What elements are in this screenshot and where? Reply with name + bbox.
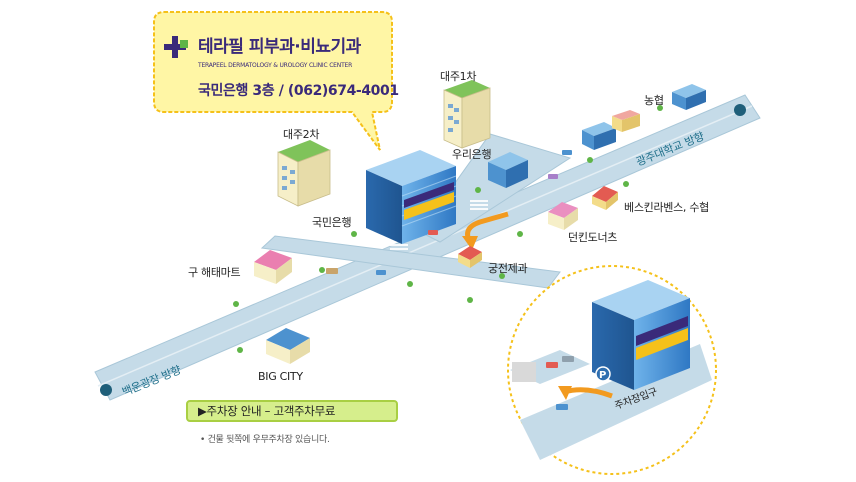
- clinic-logo: [164, 36, 188, 58]
- label-daeju2: 대주2차: [283, 128, 320, 141]
- label-old-haetae: 구 해태마트: [188, 266, 241, 279]
- parking-sign-icon: [595, 366, 611, 382]
- svg-text:P: P: [599, 370, 606, 381]
- label-baskin: 베스킨라벤스, 수협: [624, 201, 709, 214]
- parking-note: • 건물 뒷쪽에 우무주차장 있습니다.: [200, 435, 330, 445]
- parking-guide-button[interactable]: ▶주차장 안내 – 고객주차무료: [186, 400, 398, 422]
- label-kookmin-bank: 국민은행: [312, 216, 352, 229]
- label-gungjeon: 궁전제과: [488, 262, 528, 275]
- clinic-address-phone: 국민은행 3층 / (062)674-4001: [198, 80, 399, 100]
- upper-right-buildings: [582, 110, 640, 150]
- daeju1-building: [443, 80, 491, 149]
- label-woori-bank: 우리은행: [452, 148, 492, 161]
- bigcity-building: [266, 328, 310, 364]
- clinic-name: 테라필 피부과·비뇨기과: [198, 37, 361, 57]
- cross-road: [260, 235, 561, 289]
- baskin-building: [592, 186, 618, 210]
- label-nonghyup: 농협: [644, 94, 664, 107]
- gungjeon-building: [458, 246, 482, 268]
- clinic-english-name: TERAPEEL DERMATOLOGY & UROLOGY CLINIC CE…: [198, 62, 353, 69]
- clinic-address: 국민은행 3층 /: [198, 83, 288, 99]
- label-daeju1: 대주1차: [440, 70, 477, 83]
- nonghyup-building: [672, 84, 706, 110]
- dunkin-building: [548, 202, 578, 230]
- clinic-phone: (062)674-4001: [287, 83, 399, 99]
- label-dunkin: 던킨도너츠: [568, 231, 618, 244]
- daeju2-building: [277, 140, 331, 207]
- haetae-building: [254, 250, 292, 284]
- label-bigcity: BIG CITY: [258, 370, 303, 383]
- clinic-callout: [153, 11, 393, 151]
- woori-bank-building: [488, 152, 528, 188]
- clinic-building: [366, 150, 457, 244]
